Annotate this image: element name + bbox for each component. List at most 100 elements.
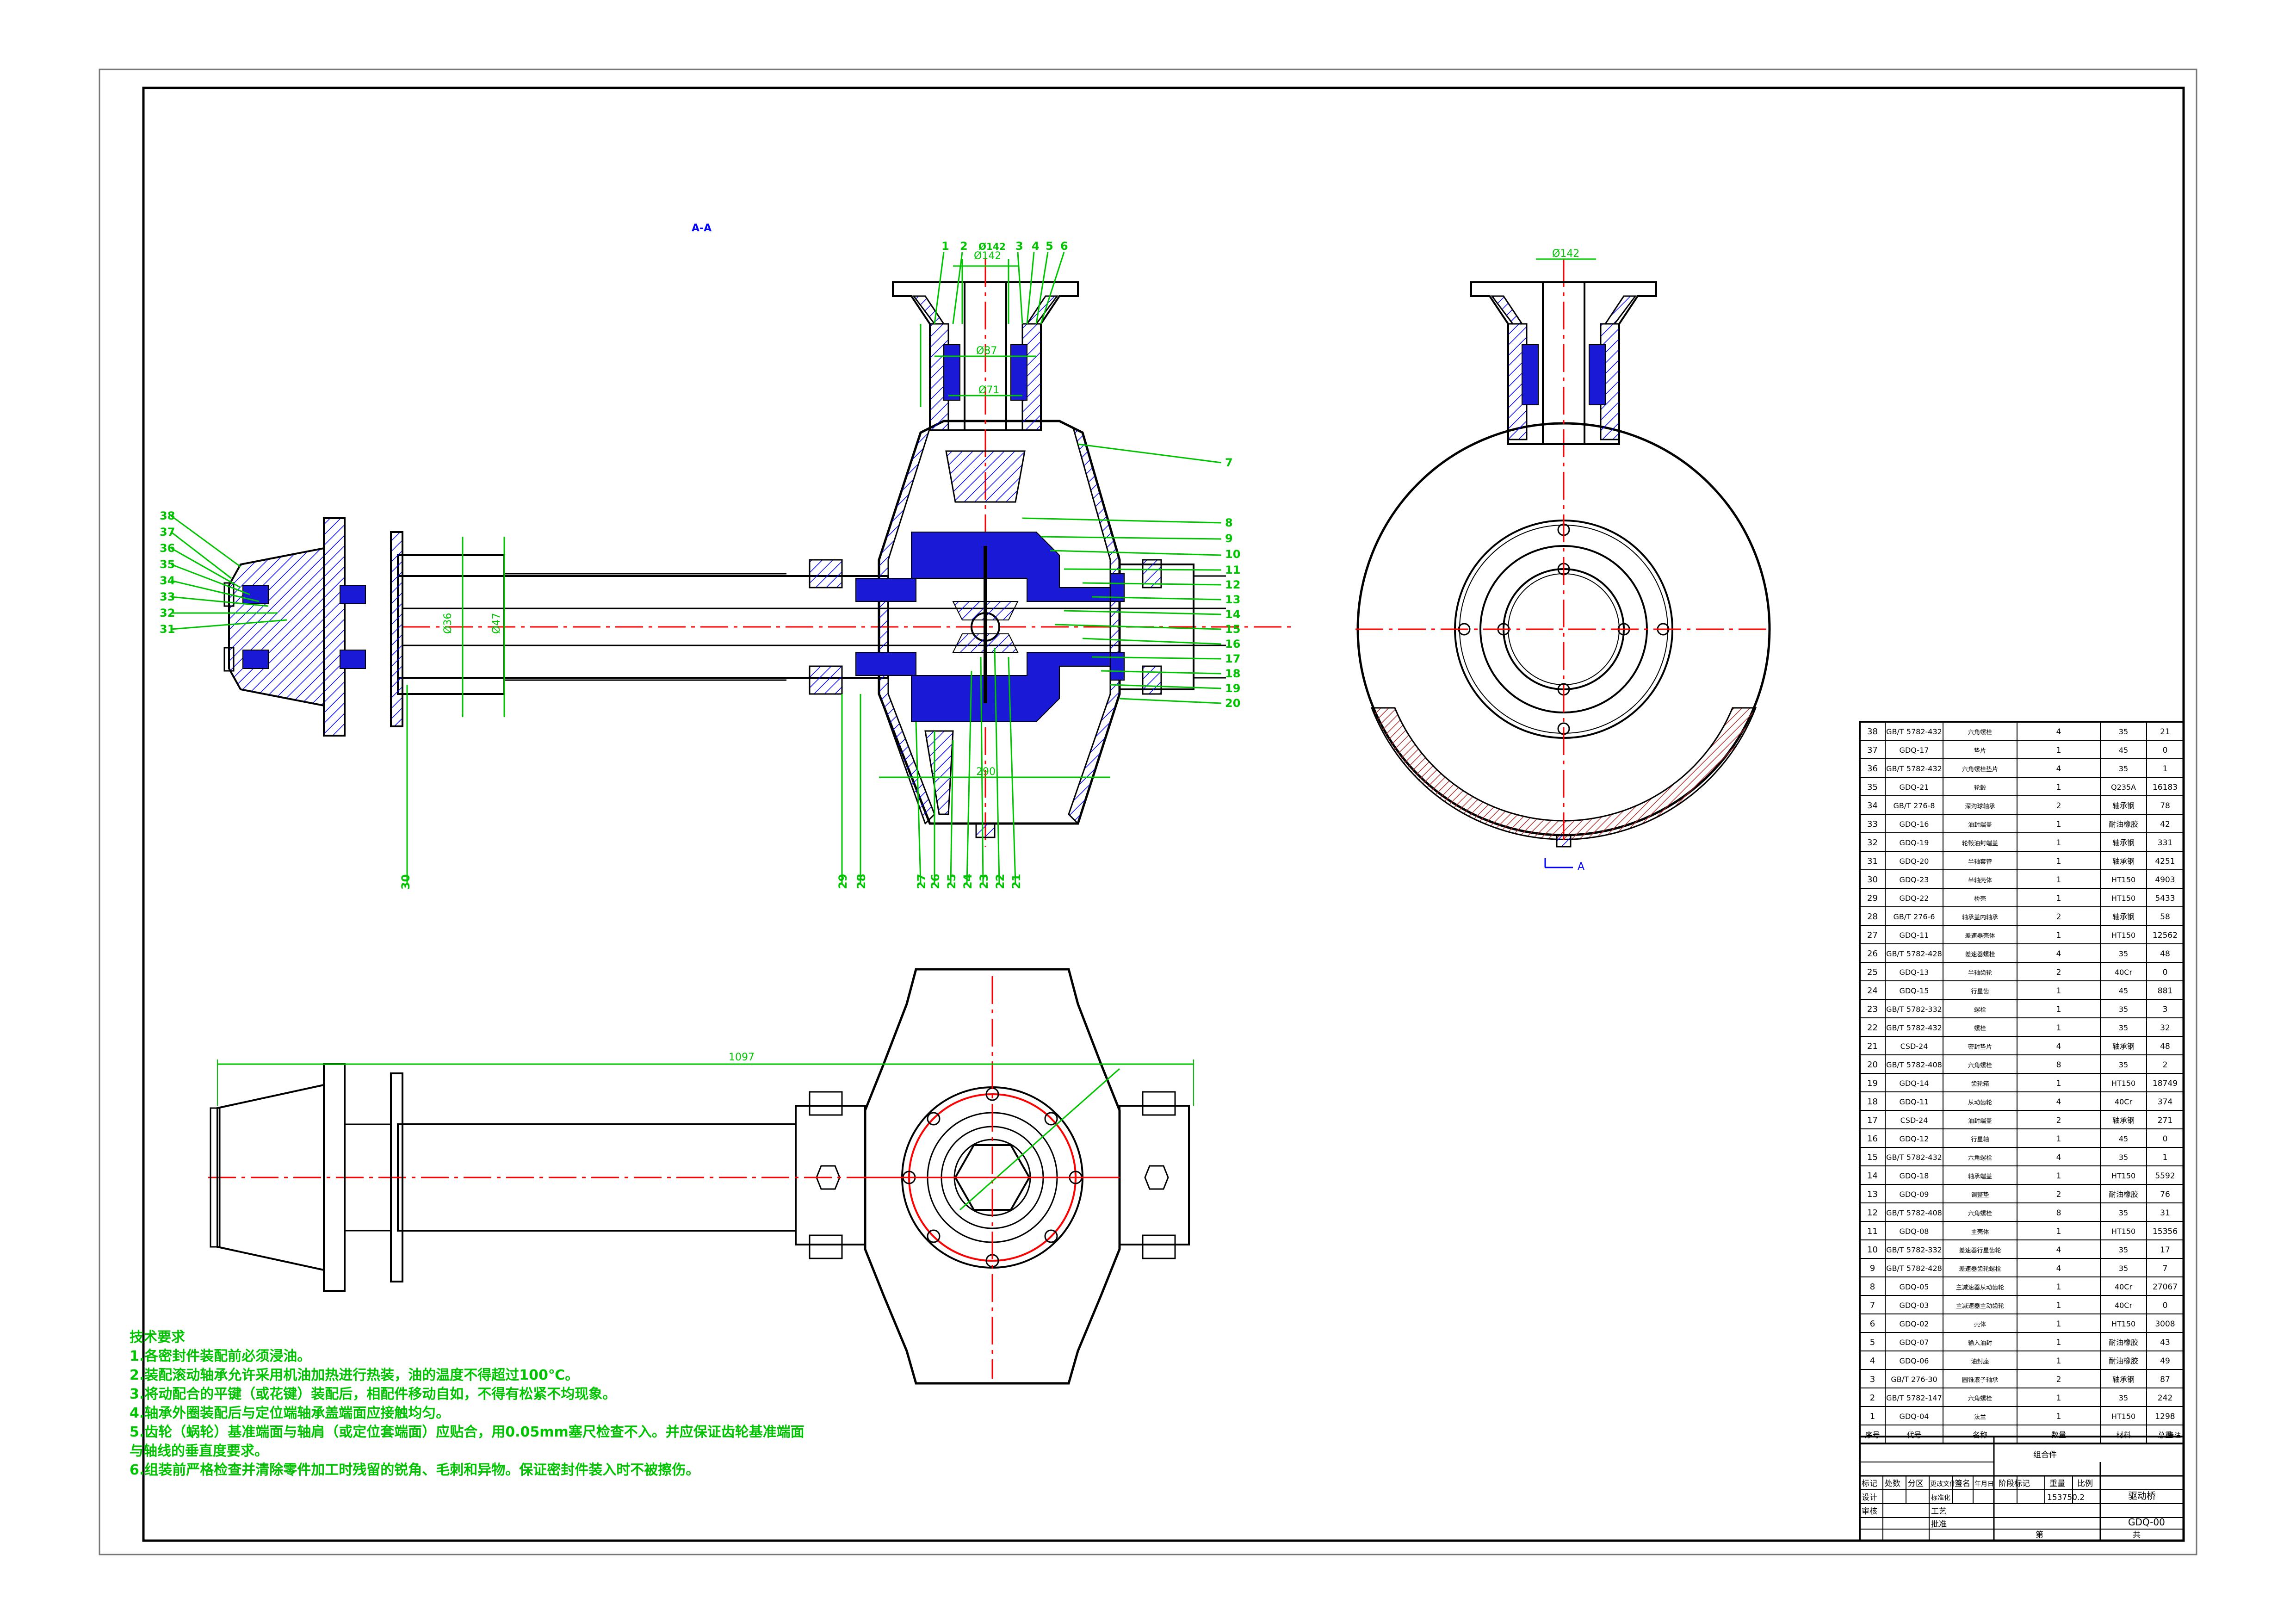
bom-cell-name: 齿轮箱 [1971, 1080, 1989, 1088]
balloon-bottom-1: 29 [836, 874, 849, 889]
bom-cell-code: GB/T 5782-147 [1886, 1394, 1942, 1402]
section-view-a-a: A-A [160, 223, 1295, 890]
bom-cell-code: GDQ-04 [1900, 1412, 1929, 1421]
bom-cell-name: 六角螺栓 [1968, 1062, 1992, 1069]
bom-cell-name: 六角螺栓垫片 [1962, 766, 1998, 773]
bom-cell-wt: 78 [2160, 801, 2170, 811]
balloon-right-5: 12 [1225, 578, 1240, 591]
bom-cell-no: 27 [1867, 930, 1878, 940]
bom-cell-wt: 1 [2163, 1153, 2168, 1162]
bom-cell-wt: 0 [2163, 968, 2168, 977]
bom-cell-code: GDQ-05 [1900, 1282, 1929, 1291]
bom-cell-wt: 4903 [2155, 875, 2175, 885]
bom-cell-code: GDQ-15 [1900, 986, 1929, 995]
bom-cell-qty: 8 [2056, 1060, 2061, 1070]
balloon-top-4: 4 [1032, 240, 1040, 253]
bom-cell-mat: HT150 [2111, 1319, 2135, 1328]
bom-cell-qty: 4 [2056, 764, 2061, 774]
bom-cell-code: GDQ-18 [1900, 1171, 1929, 1180]
bom-cell-mat: 45 [2119, 986, 2128, 995]
tb-sheet-sub: 第 [2036, 1530, 2043, 1540]
bom-cell-wt: 48 [2160, 1042, 2170, 1051]
bom-cell-qty: 1 [2056, 1357, 2061, 1366]
balloon-left-2: 36 [160, 542, 175, 555]
bom-cell-name: 油封端盖 [1968, 822, 1992, 829]
tech-note-item: 5.齿轮（蜗轮）基准端面与轴肩（或定位套端面）应贴合，用0.05mm塞尺检查不入… [130, 1424, 805, 1440]
bom-cell-name: 轮毂油封端盖 [1962, 840, 1998, 847]
section-label: A-A [692, 223, 712, 234]
bom-cell-mat: 35 [2119, 1264, 2128, 1273]
bom-cell-code: GDQ-11 [1900, 1097, 1929, 1106]
bom-cell-name: 桥壳 [1974, 896, 1986, 903]
bom-cell-qty: 1 [2056, 1338, 2061, 1347]
balloon-right-2: 9 [1225, 532, 1233, 545]
bom-cell-name: 垫片 [1974, 747, 1986, 755]
bom-cell-no: 13 [1867, 1189, 1878, 1199]
balloon-right-13: 20 [1225, 697, 1240, 710]
bom-cell-mat: HT150 [2111, 1079, 2135, 1088]
bom-cell-qty: 1 [2056, 1301, 2061, 1310]
dim-top-b: Ø87 [976, 345, 997, 357]
bom-header-name: 名称 [1973, 1431, 1987, 1439]
bom-cell-wt: 271 [2158, 1116, 2172, 1125]
bom-cell-no: 35 [1867, 782, 1878, 792]
bom-cell-wt: 16183 [2153, 783, 2178, 792]
tech-note-item: 与轴线的垂直度要求。 [130, 1443, 268, 1459]
plan-housing [864, 968, 1121, 1385]
bom-cell-wt: 18749 [2153, 1079, 2178, 1088]
bom-cell-no: 25 [1867, 967, 1878, 977]
bom-cell-wt: 17 [2160, 1245, 2170, 1255]
bom-cell-code: GDQ-13 [1900, 968, 1929, 977]
bom-cell-wt: 4251 [2155, 857, 2175, 866]
bom-cell-code: GDQ-08 [1900, 1227, 1929, 1236]
bom-cell-wt: 2 [2163, 1060, 2168, 1070]
bom-cell-wt: 15356 [2153, 1227, 2178, 1236]
tech-note-item: 2.装配滚动轴承允许采用机油加热进行热装，油的温度不得超过100℃。 [130, 1367, 579, 1383]
tech-note-item: 6.组装前严格检查并清除零件加工时残留的锐角、毛刺和异物。保证密封件装入时不被擦… [130, 1462, 700, 1478]
bom-cell-no: 38 [1867, 727, 1878, 737]
bom-cell-no: 31 [1867, 856, 1878, 866]
tb-mark-0: 标记 [1862, 1479, 1877, 1488]
bom-header-code: 代号 [1906, 1431, 1921, 1439]
bom-cell-wt: 31 [2160, 1208, 2170, 1218]
balloon-bottom-7: 23 [978, 874, 990, 889]
bom-cell-qty: 1 [2056, 1412, 2061, 1421]
bom-cell-mat: 轴承钢 [2112, 1375, 2135, 1384]
bom-cell-qty: 4 [2056, 727, 2061, 737]
bom-cell-no: 19 [1867, 1078, 1878, 1088]
balloon-top-6: 6 [1060, 240, 1068, 253]
bom-cell-wt: 5433 [2155, 894, 2175, 903]
balloon-right-0: 7 [1225, 456, 1233, 469]
bom-cell-wt: 32 [2160, 1023, 2170, 1033]
bom-cell-name: 油封端盖 [1968, 1118, 1992, 1125]
bom-cell-no: 20 [1867, 1060, 1878, 1070]
bom-cell-code: GDQ-09 [1900, 1190, 1929, 1199]
tb-stage: 阶段标记 [1999, 1479, 2030, 1488]
bom-cell-qty: 2 [2056, 1190, 2061, 1199]
bom-cell-mat: 35 [2119, 764, 2128, 773]
bom-cell-qty: 4 [2056, 949, 2061, 959]
bom-cell-wt: 0 [2163, 1301, 2168, 1310]
tech-note-item: 4.轴承外圈装配后与定位端轴承盖端面应接触均匀。 [130, 1405, 450, 1421]
bom-cell-qty: 4 [2056, 1097, 2061, 1107]
bom-cell-no: 26 [1867, 949, 1878, 959]
bom-cell-wt: 27067 [2153, 1282, 2178, 1292]
bom-cell-mat: 40Cr [2115, 1097, 2133, 1106]
outer-border [99, 68, 2197, 1555]
balloon-right-10: 17 [1225, 652, 1240, 665]
bom-cell-mat: 35 [2119, 1394, 2128, 1402]
bom-cell-no: 33 [1867, 819, 1878, 829]
tb-mark-2: 分区 [1908, 1479, 1924, 1488]
bom-cell-mat: 45 [2119, 746, 2128, 755]
bom-cell-qty: 2 [2056, 801, 2061, 811]
bom-cell-wt: 0 [2163, 746, 2168, 755]
bom-cell-no: 21 [1867, 1041, 1878, 1051]
bom-cell-mat: HT150 [2111, 931, 2135, 940]
dim-top-a: Ø142 [974, 250, 1001, 262]
balloon-left-3: 35 [160, 558, 175, 571]
bom-cell-qty: 4 [2056, 1042, 2061, 1051]
bom-cell-qty: 1 [2056, 838, 2061, 848]
tech-note-item: 3.将动配合的平键（或花键）装配后，相配件移动自如，不得有松紧不均现象。 [130, 1386, 617, 1402]
bom-cell-no: 1 [1870, 1412, 1875, 1421]
